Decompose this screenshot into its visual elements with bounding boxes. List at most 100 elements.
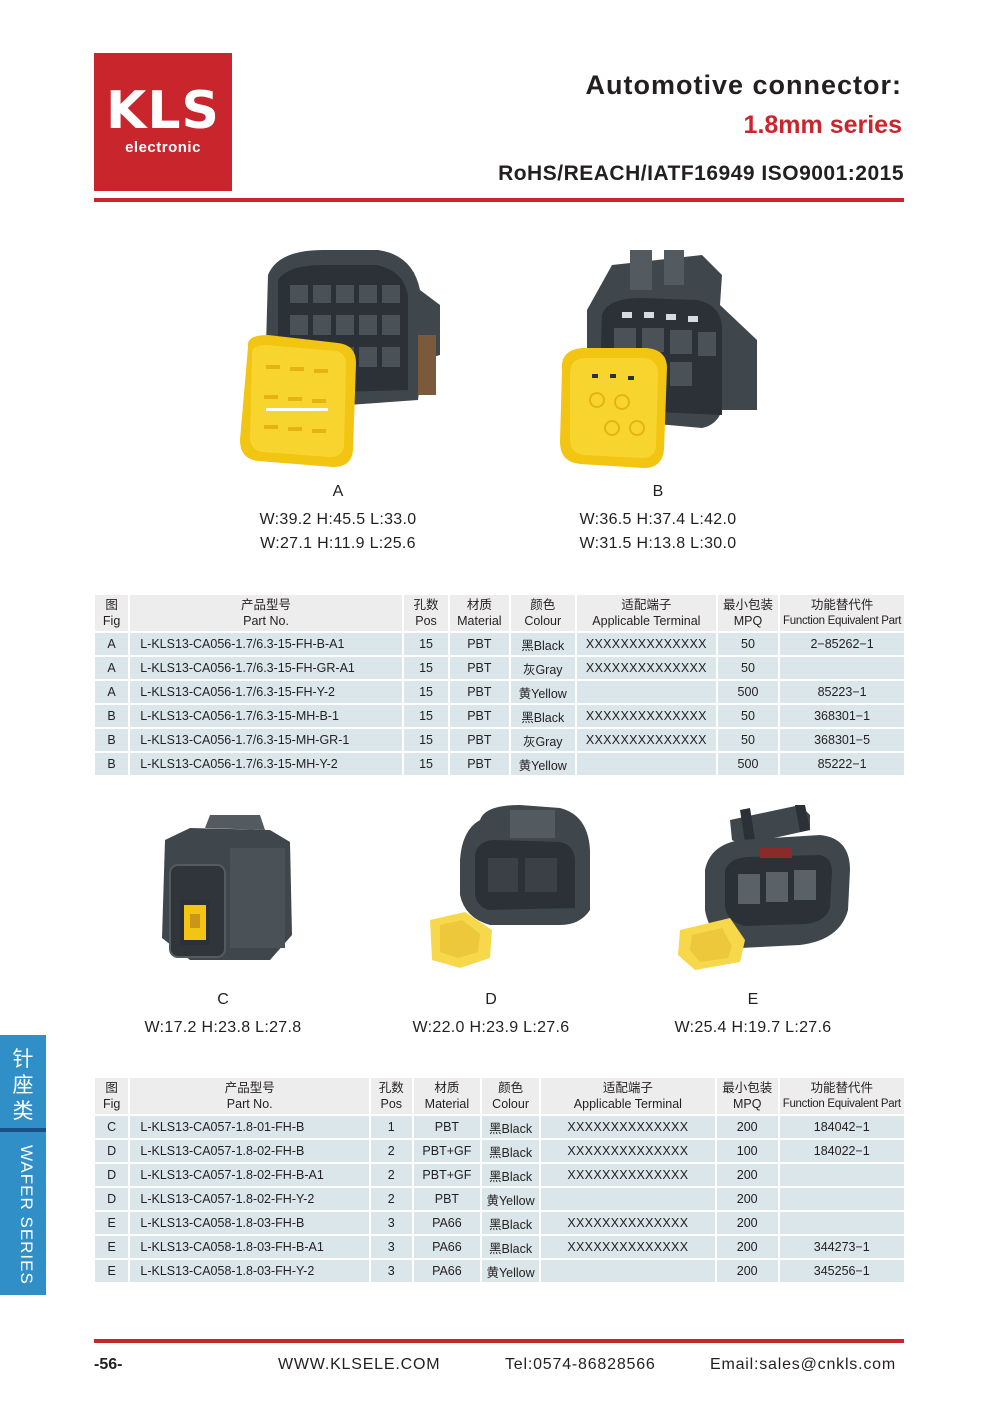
cell-pos: 3 [369, 1258, 413, 1282]
footer-email[interactable]: Email:sales@cnkls.com [710, 1356, 896, 1373]
cell-material: PBT [448, 727, 510, 752]
series-title: 1.8mm series [743, 111, 902, 139]
cell-mpq: 50 [715, 727, 780, 752]
cell-part: L-KLS13-CA056-1.7/6.3-15-MH-GR-1 [128, 727, 403, 752]
kls-logo: KLS electronic [94, 53, 232, 191]
cell-colour: 黄Yellow [508, 751, 576, 775]
cell-equiv: 368301−1 [778, 703, 904, 728]
cell-mpq: 200 [714, 1114, 779, 1139]
cell-fig: A [95, 679, 130, 704]
connector-c-image [162, 815, 292, 960]
product-dimensions: W:36.5 H:37.4 L:42.0 [579, 511, 737, 528]
product-e-label: E W:25.4 H:19.7 L:27.6 [643, 991, 863, 1040]
cell-terminal: XXXXXXXXXXXXXX [538, 1162, 716, 1187]
cell-fig: D [95, 1162, 130, 1187]
cell-pos: 3 [369, 1234, 413, 1259]
cell-terminal: XXXXXXXXXXXXXX [538, 1234, 716, 1259]
cell-colour: 黑Black [480, 1234, 540, 1259]
cell-material: PBT [448, 703, 510, 728]
footer-telephone: Tel:0574-86828566 [505, 1356, 656, 1373]
cell-terminal: XXXXXXXXXXXXXX [574, 727, 717, 752]
cell-pos: 2 [369, 1186, 413, 1211]
certifications: RoHS/REACH/IATF16949 ISO9001:2015 [498, 162, 904, 185]
cell-part: L-KLS13-CA057-1.8-02-FH-Y-2 [128, 1186, 371, 1211]
cell-fig: E [95, 1210, 130, 1235]
cell-terminal: XXXXXXXXXXXXXX [574, 655, 717, 680]
cell-material: PBT [448, 631, 510, 656]
header-divider [94, 198, 904, 202]
cell-part: L-KLS13-CA058-1.8-03-FH-B-A1 [128, 1234, 371, 1259]
cell-fig: B [95, 727, 130, 752]
cell-terminal: XXXXXXXXXXXXXX [574, 631, 717, 656]
cell-material: PBT [411, 1186, 482, 1211]
cell-part: L-KLS13-CA056-1.7/6.3-15-MH-Y-2 [128, 751, 403, 775]
cell-colour: 黑Black [508, 703, 576, 728]
figure-letter: C [217, 991, 229, 1008]
cell-material: PBT [411, 1114, 482, 1139]
product-b-label: B W:36.5 H:37.4 L:42.0 W:31.5 H:13.8 L:3… [548, 483, 768, 556]
cell-material: PBT+GF [411, 1138, 482, 1163]
cell-fig: E [95, 1234, 130, 1259]
footer-divider [94, 1339, 904, 1343]
connector-a-image [240, 250, 440, 467]
cell-material: PA66 [411, 1234, 482, 1259]
cell-equiv [777, 1162, 904, 1187]
cell-fig: C [95, 1114, 130, 1139]
cell-pos: 3 [369, 1210, 413, 1235]
cell-fig: A [95, 655, 130, 680]
cell-fig: D [95, 1186, 130, 1211]
cell-pos: 15 [401, 655, 450, 680]
cell-equiv [777, 1210, 904, 1235]
cell-terminal [574, 751, 717, 775]
cell-equiv [777, 1186, 904, 1211]
cell-material: PA66 [411, 1210, 482, 1235]
cell-part: L-KLS13-CA056-1.7/6.3-15-MH-B-1 [128, 703, 403, 728]
figure-letter: D [485, 991, 497, 1008]
product-dimensions: W:25.4 H:19.7 L:27.6 [674, 1019, 832, 1036]
cell-mpq: 500 [715, 751, 780, 775]
cell-mpq: 200 [714, 1162, 779, 1187]
side-category-tab: 针座类 WAFER SERIES [0, 1035, 46, 1295]
footer-website[interactable]: WWW.KLSELE.COM [278, 1356, 441, 1373]
cell-pos: 2 [369, 1138, 413, 1163]
figure-letter: E [747, 991, 759, 1008]
cell-equiv: 85222−1 [778, 751, 904, 775]
cell-terminal [574, 679, 717, 704]
cell-mpq: 50 [715, 631, 780, 656]
cell-fig: A [95, 631, 130, 656]
product-d-label: D W:22.0 H:23.9 L:27.6 [381, 991, 601, 1040]
cell-pos: 1 [369, 1114, 413, 1139]
product-dimensions: W:31.5 H:13.8 L:30.0 [579, 535, 737, 552]
cell-fig: D [95, 1138, 130, 1163]
cell-part: L-KLS13-CA058-1.8-03-FH-B [128, 1210, 371, 1235]
cell-terminal: XXXXXXXXXXXXXX [538, 1210, 716, 1235]
product-dimensions: W:39.2 H:45.5 L:33.0 [259, 511, 417, 528]
cell-colour: 黑Black [508, 631, 576, 656]
logo-subtext: electronic [125, 139, 201, 156]
cell-material: PBT+GF [411, 1162, 482, 1187]
cell-terminal: XXXXXXXXXXXXXX [574, 703, 717, 728]
cell-colour: 灰Gray [508, 727, 576, 752]
product-dimensions: W:22.0 H:23.9 L:27.6 [412, 1019, 570, 1036]
cell-pos: 15 [401, 703, 450, 728]
